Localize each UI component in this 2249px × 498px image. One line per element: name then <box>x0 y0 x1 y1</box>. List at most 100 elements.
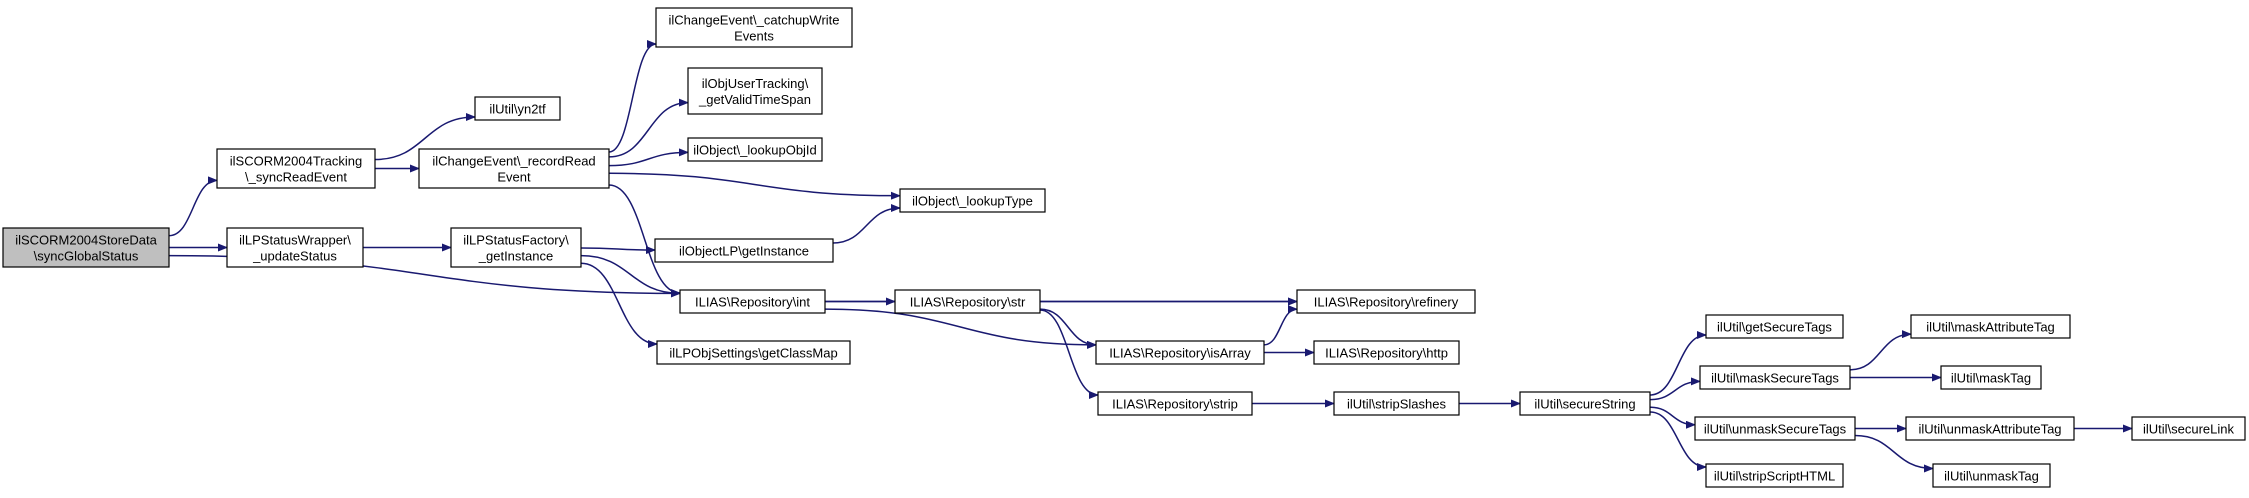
node-box <box>1333 391 1460 416</box>
node-label: Events <box>734 29 774 44</box>
node-box <box>1519 391 1651 416</box>
node-yn2tf[interactable]: ilUtil\yn2tf <box>474 96 561 121</box>
edge-recordread-to-lookuptype <box>608 172 901 200</box>
edge-int-to-isarray <box>824 308 1097 349</box>
node-box <box>899 188 1046 213</box>
node-label: \syncGlobalStatus <box>34 249 139 264</box>
node-box <box>226 227 364 268</box>
node-label: ilUtil\getSecureTags <box>1717 320 1832 335</box>
node-securelink[interactable]: ilUtil\secureLink <box>2131 416 2246 441</box>
node-maskattr[interactable]: ilUtil\maskAttributeTag <box>1910 314 2071 339</box>
node-box <box>450 227 582 268</box>
node-label: ilUtil\maskAttributeTag <box>1926 320 2055 335</box>
node-lpwrapper[interactable]: ilLPStatusWrapper\_updateStatus <box>226 227 364 268</box>
node-label: ilSCORM2004Tracking <box>230 154 362 169</box>
node-label: ilObject\_lookupObjId <box>693 143 817 158</box>
node-label: ilUtil\unmaskSecureTags <box>1704 422 1847 437</box>
node-label: Event <box>497 170 531 185</box>
node-label: ILIAS\Repository\strip <box>1112 397 1238 412</box>
node-unmasksecuretags[interactable]: ilUtil\unmaskSecureTags <box>1694 416 1856 441</box>
edge-tracking-to-yn2tf <box>374 113 476 161</box>
node-box <box>679 289 826 314</box>
node-unmaskattr[interactable]: ilUtil\unmaskAttributeTag <box>1905 416 2075 441</box>
node-tracking[interactable]: ilSCORM2004Tracking\_syncReadEvent <box>216 148 376 189</box>
node-isarray[interactable]: ILIAS\Repository\isArray <box>1095 340 1265 365</box>
node-refinery[interactable]: ILIAS\Repository\refinery <box>1296 289 1476 314</box>
edge-recordread-to-catchup <box>608 40 657 153</box>
node-stripscript[interactable]: ilUtil\stripScriptHTML <box>1705 463 1844 488</box>
edge-recordread-to-int <box>608 184 681 297</box>
node-classmap[interactable]: ilLPObjSettings\getClassMap <box>656 340 851 365</box>
edge-recordread-to-validtime <box>608 98 689 158</box>
node-label: ILIAS\Repository\int <box>695 295 810 310</box>
node-label: _updateStatus <box>252 249 337 264</box>
node-box <box>1699 365 1851 390</box>
edge-securestring-to-masksecuretags <box>1649 377 1701 401</box>
edge-securestring-to-unmasksecuretags <box>1649 406 1696 429</box>
node-box <box>1705 463 1844 488</box>
edge-root-to-tracking <box>168 176 218 237</box>
node-box <box>1910 314 2071 339</box>
node-label: ilChangeEvent\_recordRead <box>432 154 595 169</box>
node-lpfactory[interactable]: ilLPStatusFactory\_getInstance <box>450 227 582 268</box>
node-box <box>1097 391 1253 416</box>
node-box <box>216 148 376 189</box>
node-label: _getValidTimeSpan <box>698 92 811 107</box>
node-label: ilUtil\maskSecureTags <box>1711 371 1839 386</box>
edge-objectlp-to-lookuptype <box>832 204 901 244</box>
node-box <box>1932 463 2051 488</box>
node-masktag[interactable]: ilUtil\maskTag <box>1940 365 2042 390</box>
node-getsecuretags[interactable]: ilUtil\getSecureTags <box>1705 314 1844 339</box>
node-unmasktag[interactable]: ilUtil\unmaskTag <box>1932 463 2051 488</box>
node-label: \_syncReadEvent <box>245 170 347 185</box>
node-label: ilLPStatusFactory\ <box>463 233 569 248</box>
node-box <box>1296 289 1476 314</box>
node-root: ilSCORM2004StoreData\syncGlobalStatus <box>2 227 170 268</box>
node-int[interactable]: ILIAS\Repository\int <box>679 289 826 314</box>
node-label: ilUtil\secureString <box>1534 397 1635 412</box>
node-box <box>1694 416 1856 441</box>
node-box <box>894 289 1041 314</box>
edge-str-to-strip <box>1039 309 1099 399</box>
node-objectlp[interactable]: ilObjectLP\getInstance <box>654 238 834 263</box>
node-label: ILIAS\Repository\refinery <box>1314 295 1459 310</box>
edge-unmasksecuretags-to-unmasktag <box>1854 434 1934 473</box>
node-box <box>1095 340 1265 365</box>
node-box <box>656 340 851 365</box>
edge-lpfactory-to-int <box>580 254 681 298</box>
node-label: ilUtil\unmaskAttributeTag <box>1918 422 2061 437</box>
edges <box>168 40 2133 473</box>
node-lookupobjid[interactable]: ilObject\_lookupObjId <box>687 137 823 162</box>
node-lookuptype[interactable]: ilObject\_lookupType <box>899 188 1046 213</box>
edge-str-to-isarray <box>1039 308 1097 349</box>
edge-lpfactory-to-classmap <box>580 262 658 348</box>
node-validtime[interactable]: ilObjUserTracking\_getValidTimeSpan <box>687 67 823 115</box>
node-box <box>687 137 823 162</box>
node-label: ilUtil\stripSlashes <box>1347 397 1446 412</box>
node-box <box>1940 365 2042 390</box>
node-label: ILIAS\Repository\http <box>1325 346 1448 361</box>
node-stripslashes[interactable]: ilUtil\stripSlashes <box>1333 391 1460 416</box>
node-box <box>1313 340 1460 365</box>
node-securestring[interactable]: ilUtil\secureString <box>1519 391 1651 416</box>
node-label: ilUtil\secureLink <box>2143 422 2235 437</box>
node-masksecuretags[interactable]: ilUtil\maskSecureTags <box>1699 365 1851 390</box>
node-label: ILIAS\Repository\isArray <box>1109 346 1251 361</box>
node-label: ilUtil\stripScriptHTML <box>1714 469 1835 484</box>
node-http[interactable]: ILIAS\Repository\http <box>1313 340 1460 365</box>
edge-isarray-to-refinery <box>1263 305 1298 346</box>
node-strip[interactable]: ILIAS\Repository\strip <box>1097 391 1253 416</box>
edge-lpfactory-to-objectlp <box>580 246 656 255</box>
node-box <box>418 148 610 189</box>
node-label: _getInstance <box>478 249 553 264</box>
node-label: ilUtil\maskTag <box>1951 371 2031 386</box>
node-box <box>2 227 170 268</box>
node-label: ilLPObjSettings\getClassMap <box>669 346 837 361</box>
node-box <box>655 7 853 48</box>
node-label: ilUtil\yn2tf <box>489 102 546 117</box>
node-str[interactable]: ILIAS\Repository\str <box>894 289 1041 314</box>
edge-recordread-to-lookupobjid <box>608 148 689 167</box>
